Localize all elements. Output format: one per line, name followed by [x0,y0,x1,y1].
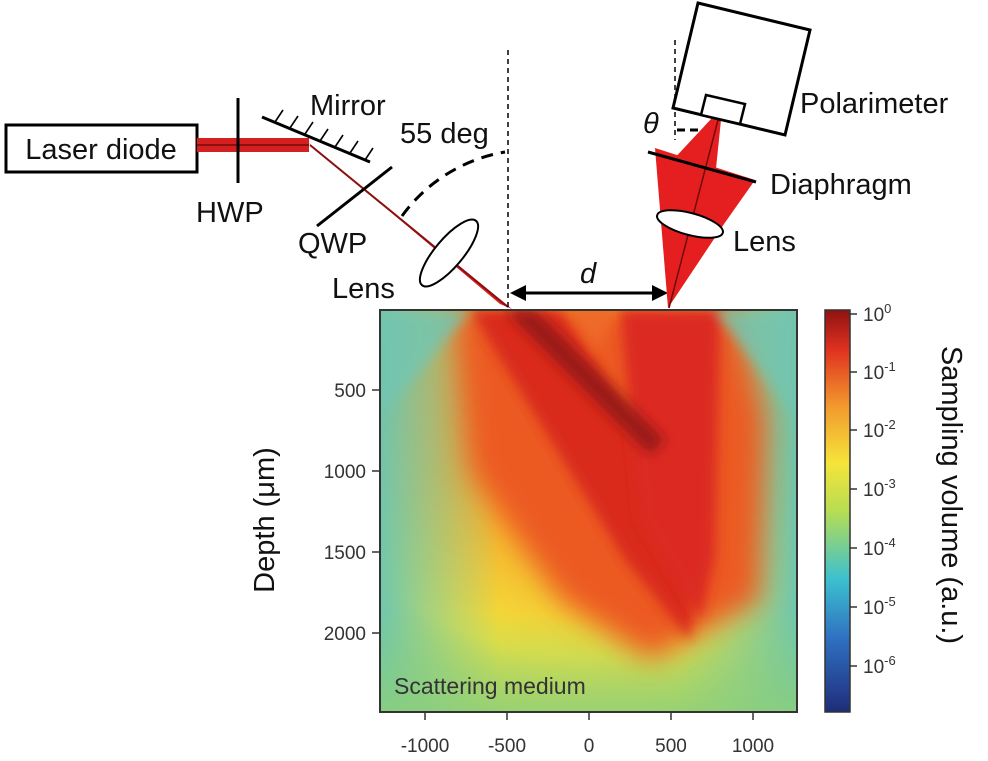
colorbar-tick-label: 10-3 [863,476,896,501]
x-tick-label: 1000 [732,736,774,757]
distance-label: d [580,258,597,290]
y-axis [372,389,380,634]
colorbar-ticks [850,313,857,667]
sampling-heatmap [380,310,797,712]
angle-arc [400,150,506,217]
y-tick-label: 1500 [324,543,366,564]
colorbar [824,309,851,713]
colorbar-label: Sampling volume (a.u.) [935,346,967,644]
lens-left-label: Lens [332,273,395,305]
x-tick-label: 0 [584,736,595,757]
diaphragm [647,150,757,184]
hwp-label: HWP [196,197,264,229]
x-axis [424,712,754,720]
qwp-label: QWP [298,228,367,260]
laser-diode-box [4,123,199,174]
mirror-label: Mirror [310,90,386,122]
x-tick-label: -1000 [401,736,450,757]
y-tick-label: 2000 [324,624,366,645]
distance-arrow [510,285,668,301]
diaphragm-label: Diaphragm [770,169,912,201]
y-axis-label: Depth (μm) [249,447,281,593]
laser-beam-diagonal-core [309,144,509,308]
x-tick-label: -500 [488,736,526,757]
colorbar-tick-label: 10-4 [863,535,896,560]
colorbar-tick-label: 100 [863,301,891,326]
laser-diode-label: Laser diode [25,134,177,166]
y-tick-label: 1000 [324,462,366,483]
angle-label: 55 deg [400,118,489,150]
lens-left [418,218,480,288]
y-tick-label: 500 [334,381,366,402]
x-tick-label: 500 [655,736,687,757]
lens-right-label: Lens [733,226,796,258]
polarimeter-port [699,93,747,126]
colorbar-tick-label: 10-5 [863,594,896,619]
lens-right [656,209,724,239]
qwp-plate [316,165,393,228]
scattering-medium-label: Scattering medium [394,673,586,699]
mirror [261,109,374,164]
colorbar-tick-label: 10-6 [863,653,896,678]
theta-label: θ [643,108,659,140]
colorbar-tick-label: 10-1 [863,359,896,384]
colorbar-tick-label: 10-2 [863,417,896,442]
polarimeter-label: Polarimeter [800,88,949,120]
